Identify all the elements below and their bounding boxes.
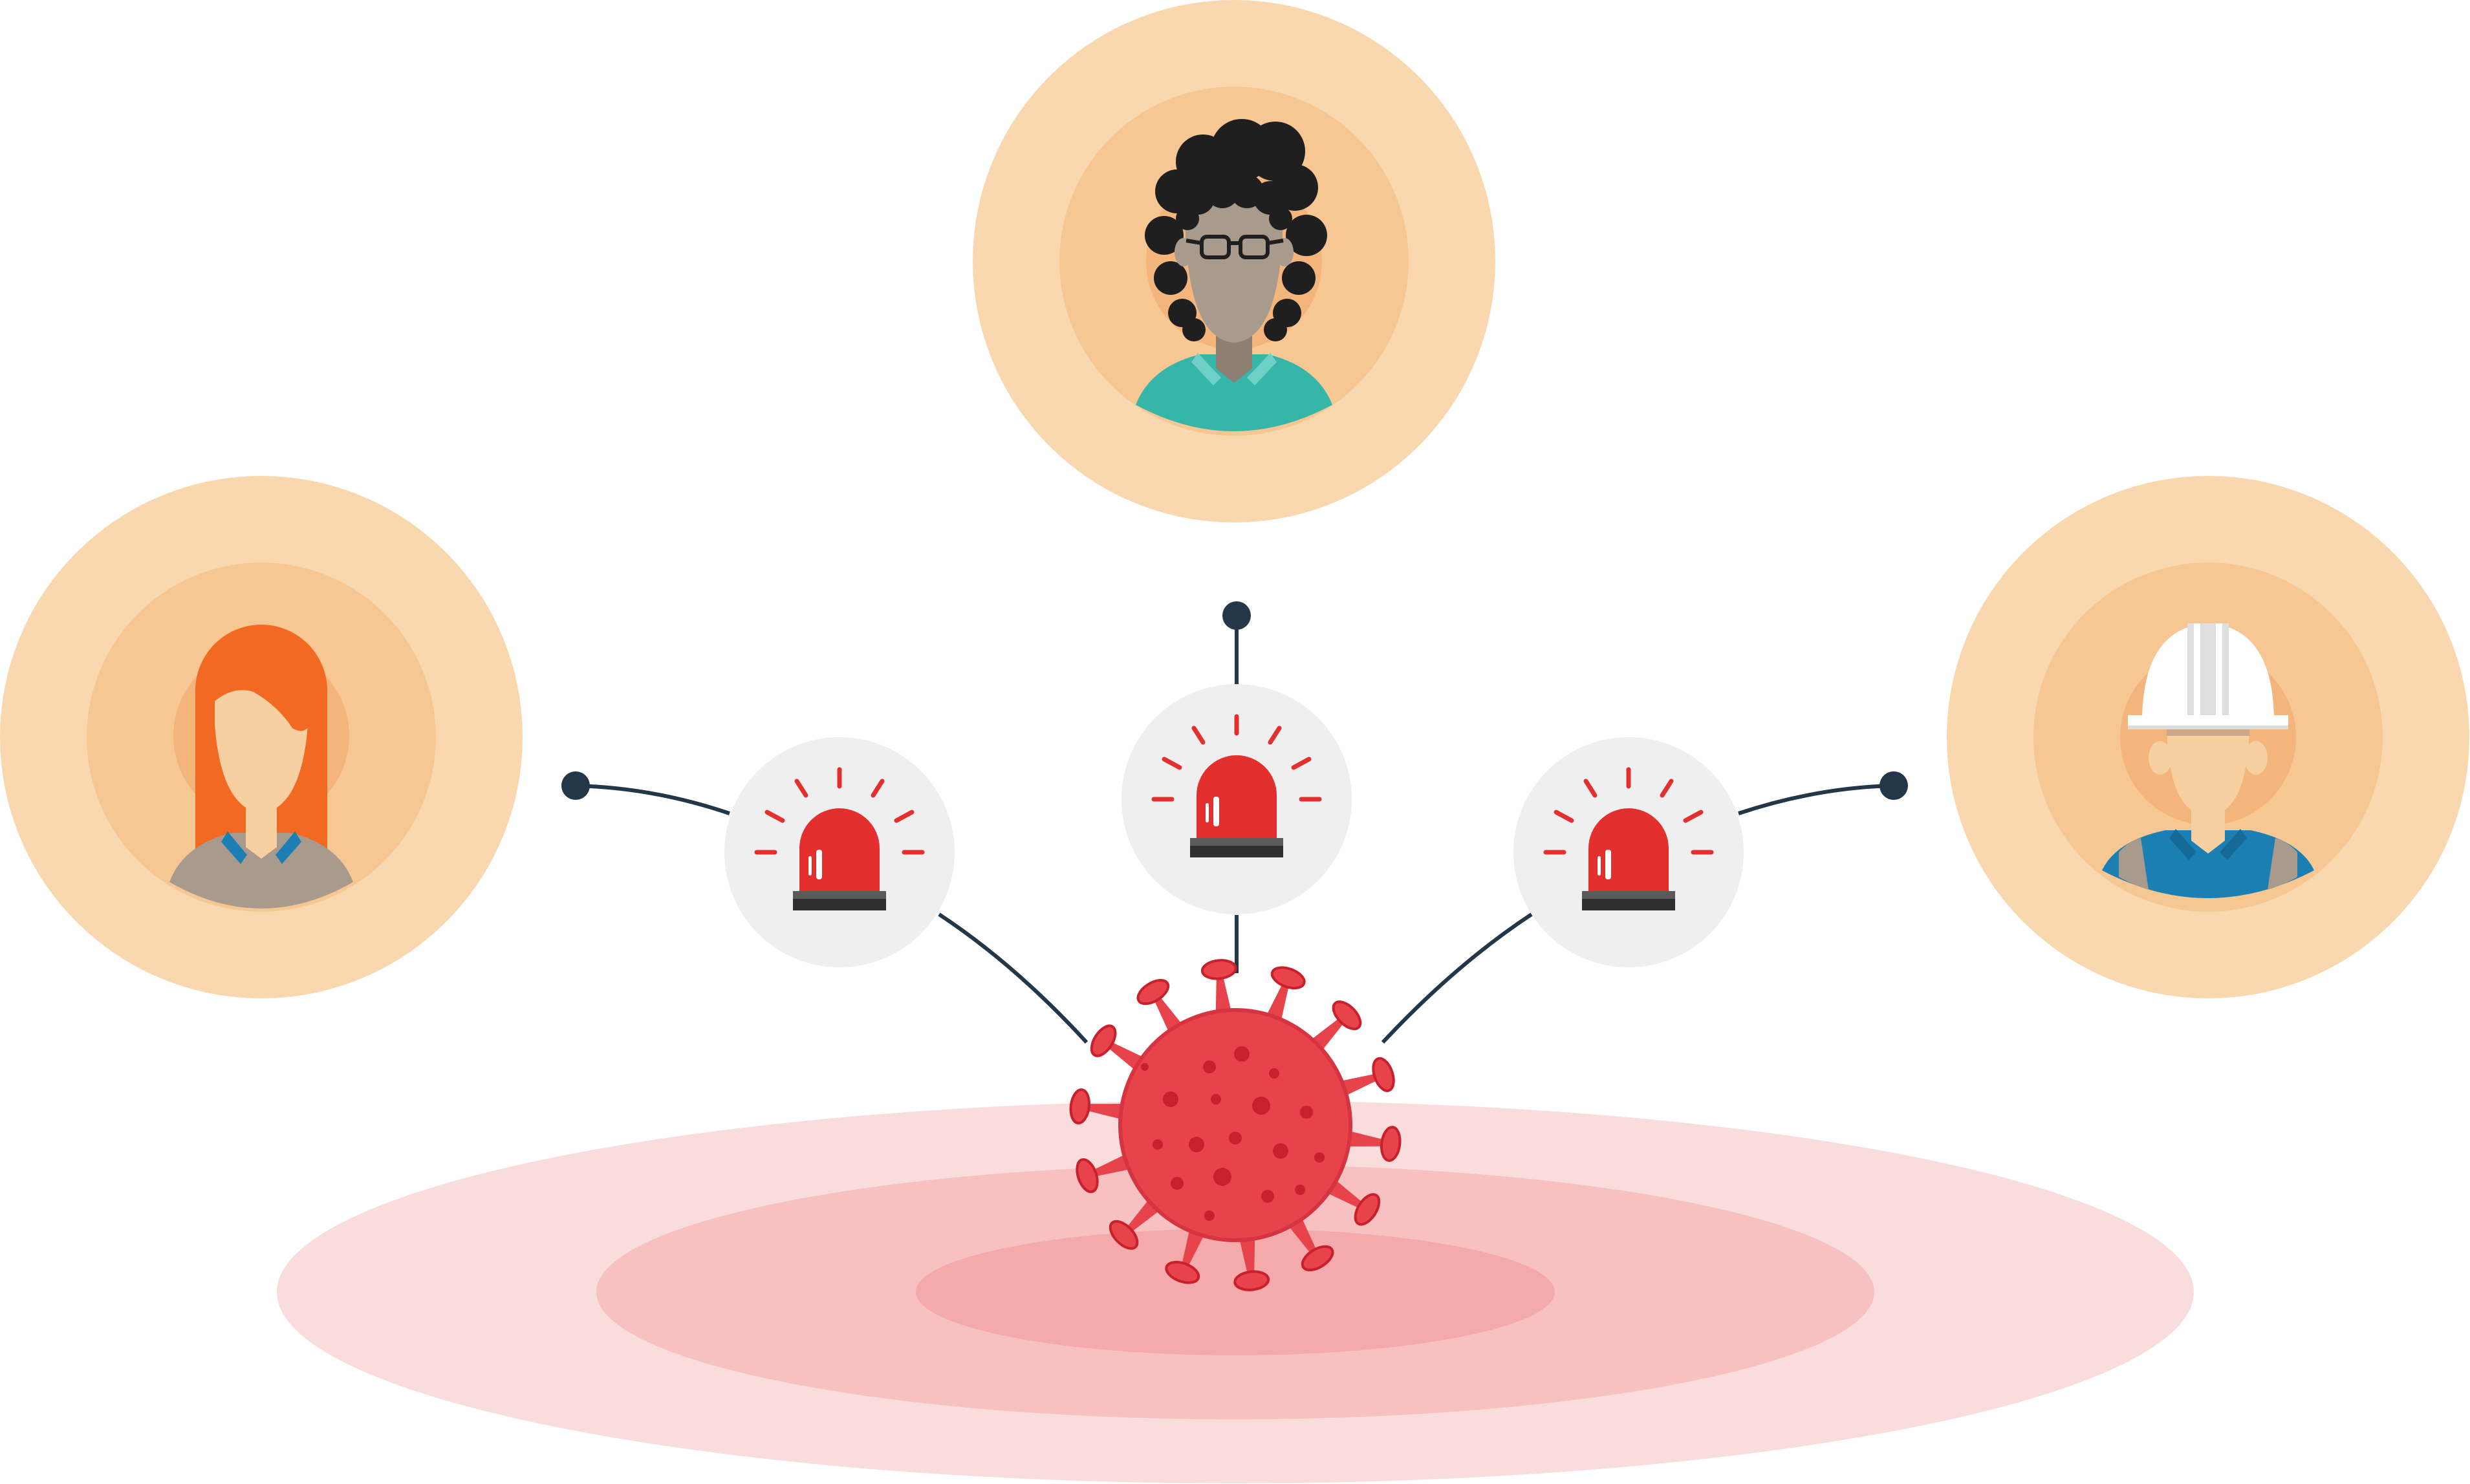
virus-spike-cap [1069, 1088, 1090, 1124]
alert-badge-center [1121, 684, 1352, 914]
construction-worker-avatar-icon [1947, 476, 2469, 998]
virus-spike-cap [1136, 978, 1170, 1005]
connector-lines [561, 601, 1908, 1044]
connector-dot-left [561, 771, 590, 800]
virus-spike-cap [1301, 1245, 1334, 1272]
virus-spike-cap [1076, 1158, 1099, 1194]
connector-dot-right [1880, 771, 1908, 800]
virus-spike-cap [1354, 1193, 1381, 1226]
virus-spike-cap [1332, 1000, 1362, 1031]
virus-spike-cap [1380, 1126, 1402, 1162]
virus-spike-cap [1090, 1024, 1117, 1057]
connector-right-outer [1738, 784, 1894, 815]
ripple-rings [277, 1101, 2194, 1483]
person-with-glasses-avatar-icon [973, 0, 1495, 522]
woman-avatar-icon [0, 476, 523, 998]
connector-left-outer [575, 784, 730, 815]
virus-spike-cap [1270, 966, 1306, 990]
connector-dot-center [1222, 601, 1251, 630]
virus-spike-cap [1372, 1057, 1395, 1092]
connector-right-inner [1381, 912, 1533, 1044]
virus-spike-cap [1165, 1260, 1200, 1284]
alert-badge-left [724, 737, 955, 967]
virus-spike-cap [1233, 1270, 1270, 1291]
virus-spike-cap [1200, 959, 1237, 980]
virus-spike-cap [1109, 1220, 1139, 1250]
ripple-inner [916, 1229, 1555, 1355]
coronavirus-icon [1069, 959, 1402, 1291]
alert-badge-right [1513, 737, 1744, 967]
connector-left-inner [938, 912, 1089, 1044]
